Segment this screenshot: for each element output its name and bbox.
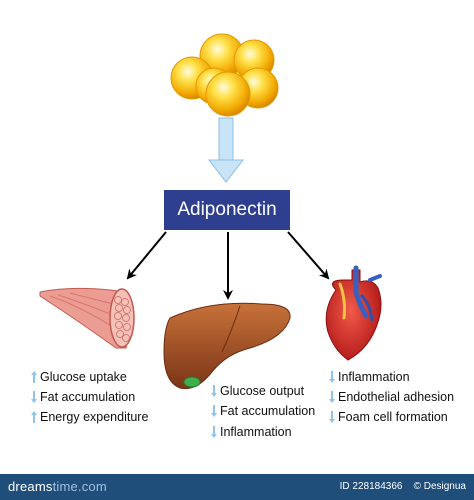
effect-text: Inflammation — [220, 425, 292, 439]
heart-illustration — [325, 265, 382, 361]
heart-effect-2: Endothelial adhesion — [329, 390, 455, 404]
effect-text: Glucose uptake — [40, 370, 127, 384]
diagram-graphics — [39, 33, 382, 390]
liver-effect-1: Glucose output — [211, 384, 305, 398]
muscle-effect-3: Energy expenditure — [31, 410, 149, 424]
muscle-illustration — [39, 287, 135, 349]
adiponectin-label: Adiponectin — [164, 190, 290, 230]
watermark-footer: dreamstime.com ID 228184366 © Designua — [0, 474, 474, 500]
arrow-down-icon — [211, 426, 217, 438]
arrow-down-icon — [211, 405, 217, 417]
effect-text: Fat accumulation — [40, 390, 136, 404]
arrow-up-icon — [31, 371, 37, 383]
arrow-down-icon — [329, 411, 335, 423]
effect-text: Endothelial adhesion — [338, 390, 455, 404]
effect-text: Foam cell formation — [338, 410, 448, 424]
adipocyte-cluster — [170, 33, 279, 117]
effect-text: Energy expenditure — [40, 410, 149, 424]
arrow-down-icon — [31, 391, 37, 403]
arrow-to-muscle — [126, 231, 167, 280]
arrow-up-icon — [31, 411, 37, 423]
effect-text: Glucose output — [220, 384, 305, 398]
brand-logo: dreamstime.com — [8, 479, 107, 494]
effect-text: Fat accumulation — [220, 404, 316, 418]
muscle-effect-1: Glucose uptake — [31, 370, 127, 384]
image-credit: ID 228184366 © Designua — [339, 481, 466, 492]
secretion-arrow — [207, 117, 245, 183]
heart-effect-3: Foam cell formation — [329, 410, 448, 424]
arrow-to-heart — [287, 231, 330, 280]
arrow-down-icon — [329, 391, 335, 403]
liver-illustration — [163, 302, 291, 390]
arrow-down-icon — [329, 371, 335, 383]
diagram-canvas: Adiponectin Glucose uptake Fat accumulat… — [31, 33, 455, 439]
arrow-down-icon — [211, 385, 217, 397]
liver-effect-2: Fat accumulation — [211, 404, 316, 418]
effect-text: Inflammation — [338, 370, 410, 384]
muscle-effect-2: Fat accumulation — [31, 390, 136, 404]
heart-effect-1: Inflammation — [329, 370, 410, 384]
liver-effect-3: Inflammation — [211, 425, 292, 439]
